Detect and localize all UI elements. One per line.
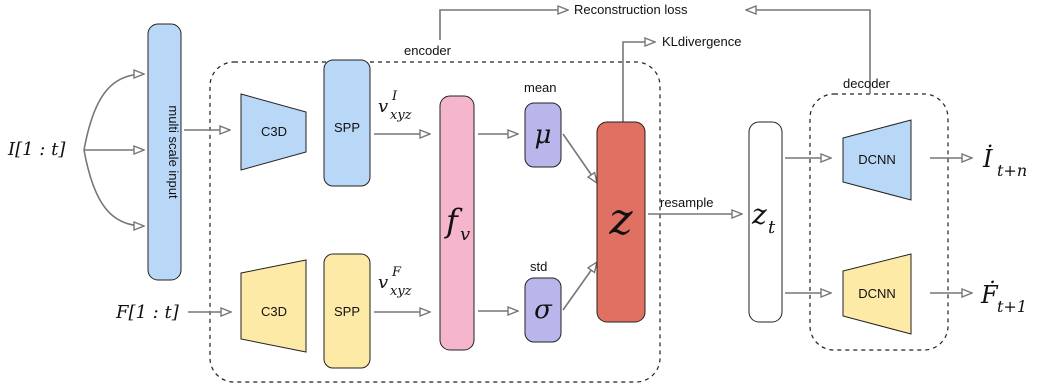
- fv-block: [439, 95, 475, 351]
- edge-mu-z: [562, 133, 597, 183]
- dcnn-bottom-block: [842, 253, 912, 335]
- fv-sub: v: [460, 224, 470, 245]
- v-top-sup: I: [391, 89, 398, 104]
- v-bottom-label: v: [378, 272, 388, 293]
- c3d-bottom-block: [240, 259, 307, 353]
- output-f-label: Ḟ: [980, 280, 999, 309]
- spp-top-label: SPP: [334, 120, 360, 135]
- input-f-label: F[1 : t]: [115, 302, 180, 323]
- resample-label: resample: [660, 195, 713, 210]
- c3d-top-label: C3D: [261, 124, 287, 139]
- encoder-region: [209, 61, 661, 383]
- edge-input-split-bottom: [83, 149, 144, 226]
- kl-divergence-label: KLdivergence: [662, 34, 742, 49]
- z-label: z: [608, 194, 633, 245]
- output-f-sub: t+1: [997, 297, 1027, 316]
- dcnn-bottom-label: DCNN: [858, 286, 896, 301]
- spp-bottom-label: SPP: [334, 304, 360, 319]
- multi-scale-input-label: multi scale input: [166, 105, 181, 199]
- edge-input-split-top: [83, 74, 144, 151]
- v-bottom-sub: xyz: [390, 284, 412, 299]
- mu-block: [524, 102, 562, 168]
- encoder-label: encoder: [404, 43, 452, 58]
- spp-bottom-block: [323, 253, 371, 369]
- v-bottom-sup: F: [391, 265, 402, 280]
- zt-block: [748, 121, 783, 323]
- output-i-label: İ: [982, 144, 993, 173]
- edge-encoder-reconstruction: [439, 10, 568, 40]
- v-top-sub: xyz: [390, 108, 412, 123]
- z-block: [596, 121, 646, 323]
- mu-label: μ: [535, 120, 552, 150]
- std-label: std: [530, 259, 547, 274]
- sigma-label: σ: [534, 295, 553, 325]
- edge-z-kl: [622, 42, 655, 122]
- spp-top-block: [323, 59, 371, 187]
- edge-decoder-reconstruction: [746, 10, 871, 94]
- decoder-region: [809, 93, 949, 351]
- output-i-sub: t+n: [997, 161, 1027, 180]
- input-i-label: I[1 : t]: [7, 139, 66, 160]
- multi-scale-input-box: [147, 23, 182, 281]
- sigma-block: [524, 277, 562, 343]
- edge-sigma-z: [562, 262, 597, 311]
- reconstruction-loss-label: Reconstruction loss: [574, 2, 688, 17]
- c3d-top-block: [240, 93, 307, 171]
- zt-sub: t: [768, 217, 776, 238]
- dcnn-top-block: [842, 119, 912, 201]
- v-top-label: v: [378, 96, 388, 117]
- decoder-label: decoder: [843, 76, 891, 91]
- dcnn-top-label: DCNN: [858, 152, 896, 167]
- zt-label: z: [751, 198, 767, 231]
- mean-label: mean: [524, 80, 557, 95]
- c3d-bottom-label: C3D: [261, 304, 287, 319]
